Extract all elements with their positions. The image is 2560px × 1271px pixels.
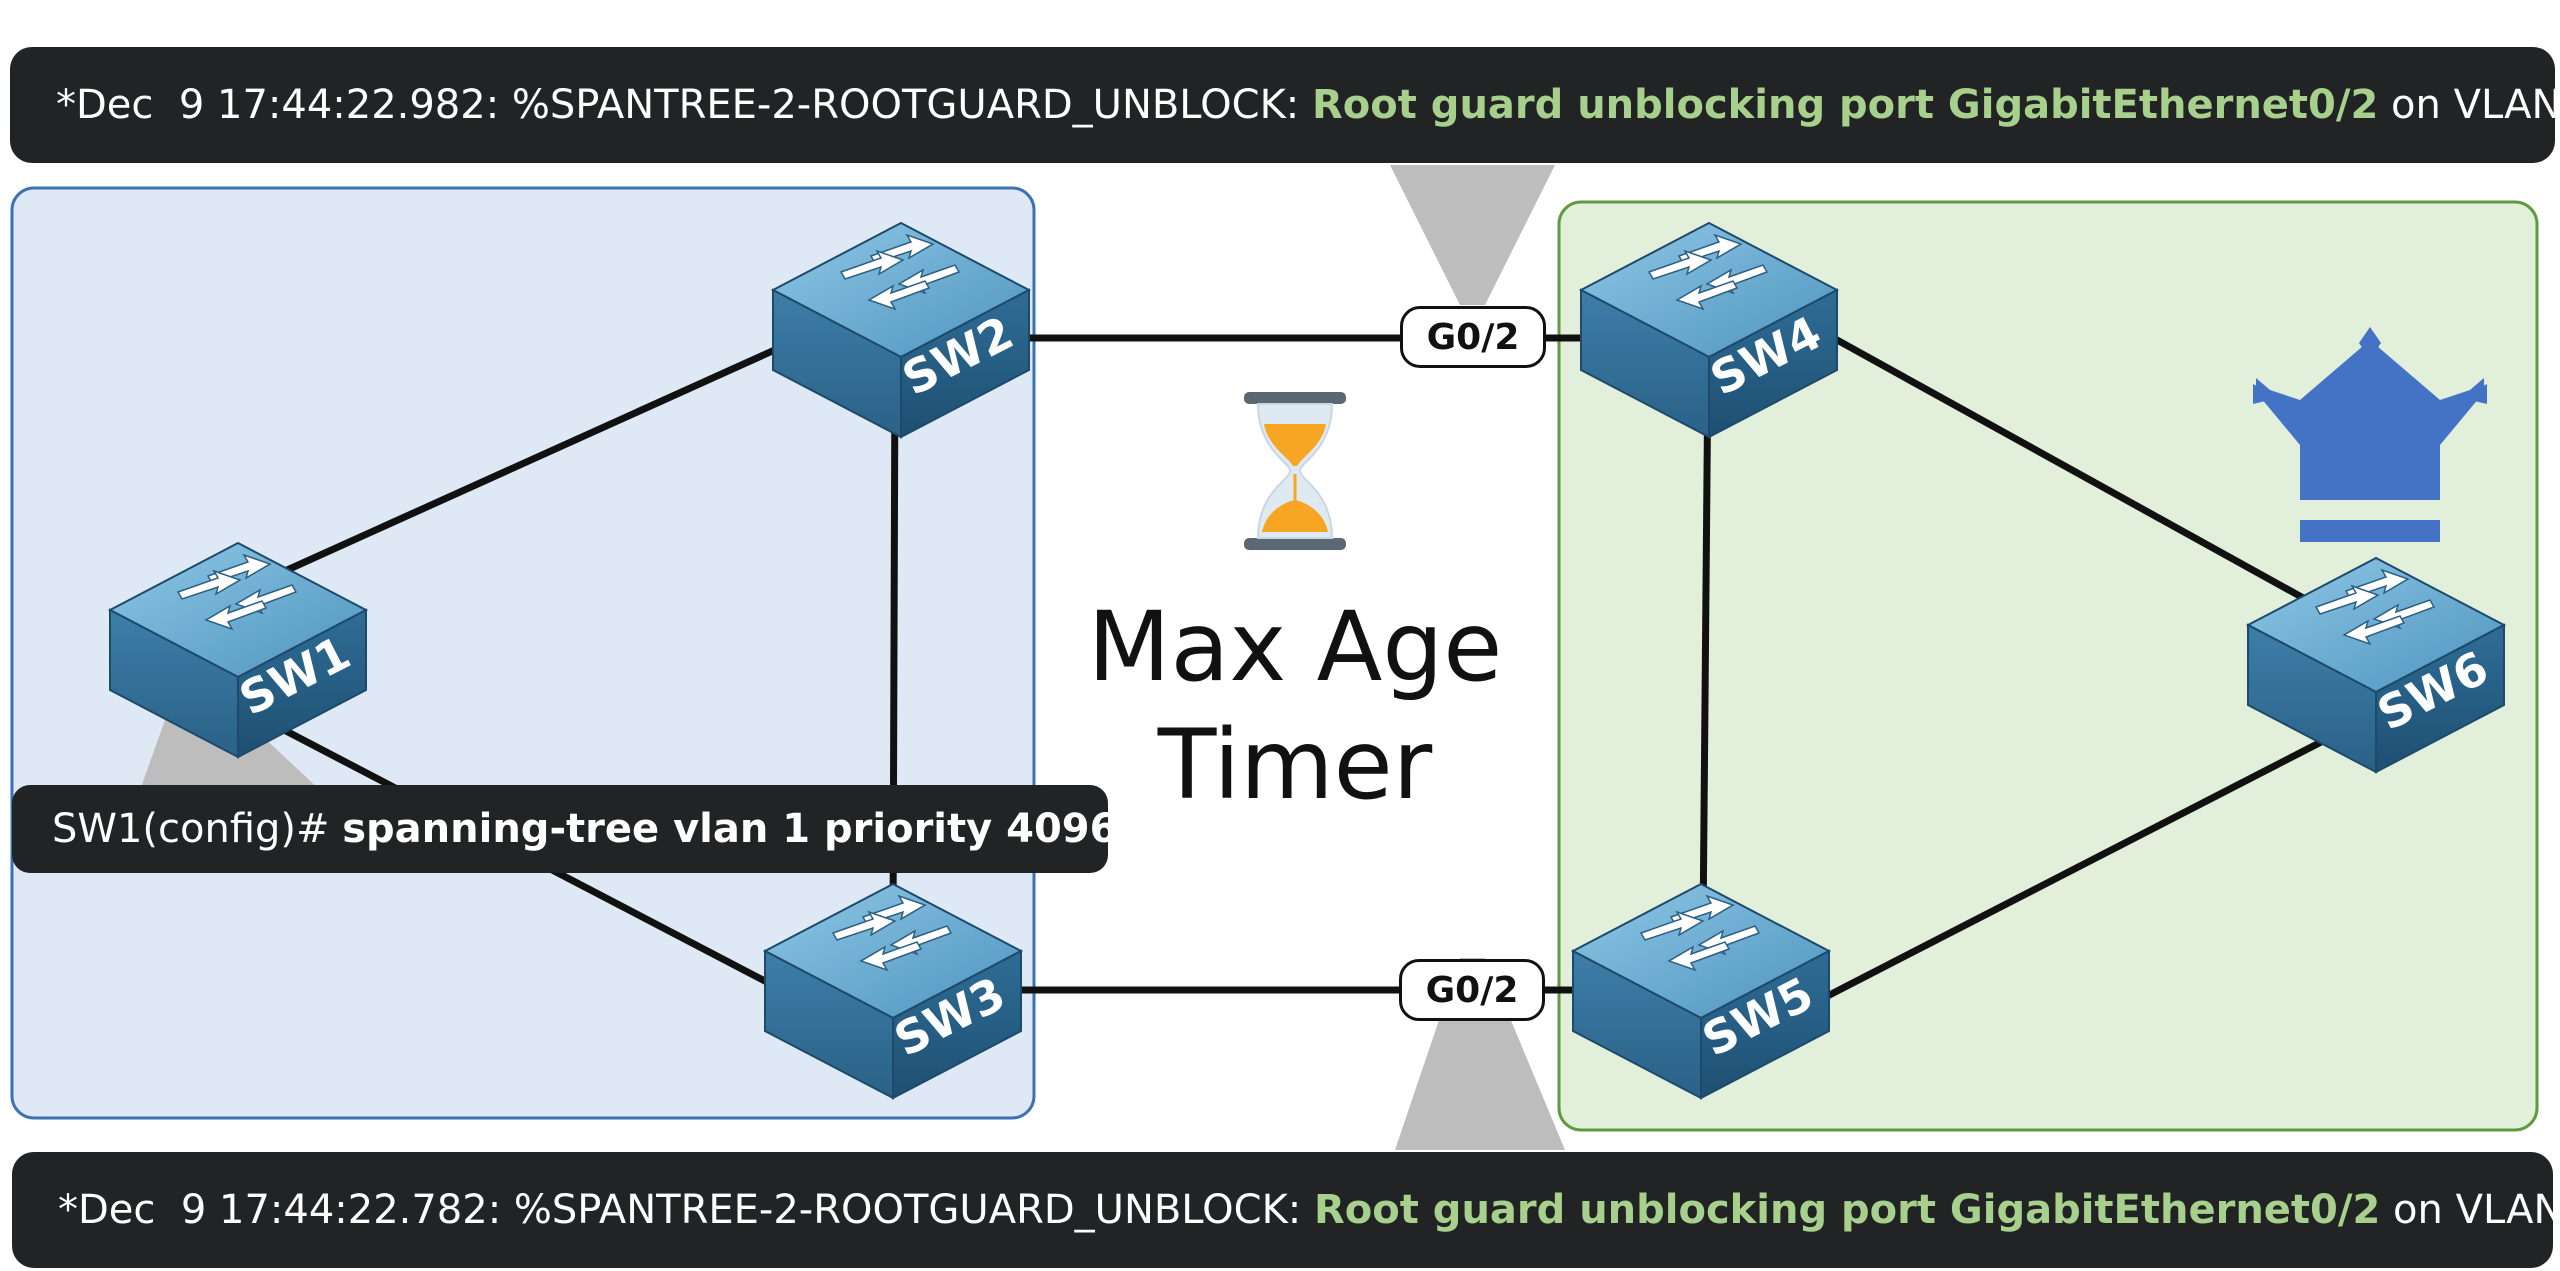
crown-icon bbox=[2253, 327, 2487, 542]
log-top-highlight: Root guard unblocking port GigabitEthern… bbox=[1312, 82, 2379, 128]
timer-line-1: Max Age bbox=[1087, 591, 1503, 703]
top-port-highlight bbox=[1390, 165, 1555, 305]
link-sw5-sw6 bbox=[1806, 736, 2329, 1009]
max-age-timer-label: Max Age Timer bbox=[1040, 588, 1550, 824]
log-top-suffix: on VLAN0001. bbox=[2391, 82, 2560, 128]
log-top-prefix: *Dec 9 17:44:22.982: %SPANTREE-2-ROOTGUA… bbox=[56, 82, 1312, 128]
config-command-text: spanning-tree vlan 1 priority 4096 bbox=[342, 806, 1118, 852]
port-label-sw4-g0-2: G0/2 bbox=[1400, 306, 1546, 368]
link-sw4-sw5 bbox=[1699, 356, 1712, 934]
port-label-sw5-g0-2: G0/2 bbox=[1399, 959, 1545, 1021]
hourglass-icon bbox=[1244, 392, 1346, 550]
sw1-highlight bbox=[140, 720, 320, 790]
bottom-port-highlight bbox=[1395, 958, 1565, 1150]
log-bottom-prefix: *Dec 9 17:44:22.782: %SPANTREE-2-ROOTGUA… bbox=[58, 1187, 1314, 1233]
timer-line-2: Timer bbox=[1157, 709, 1433, 821]
config-prompt: SW1(config)# bbox=[52, 806, 343, 852]
log-message-bottom: *Dec 9 17:44:22.782: %SPANTREE-2-ROOTGUA… bbox=[12, 1152, 2560, 1268]
link-sw1-sw2 bbox=[261, 321, 834, 584]
link-sw4-sw6 bbox=[1806, 321, 2329, 614]
config-command: SW1(config)# spanning-tree vlan 1 priori… bbox=[12, 785, 1117, 873]
log-bottom-highlight: Root guard unblocking port GigabitEthern… bbox=[1314, 1187, 2381, 1233]
left-zone bbox=[10, 186, 1036, 1120]
log-message-top: *Dec 9 17:44:22.982: %SPANTREE-2-ROOTGUA… bbox=[10, 47, 2560, 163]
log-bottom-suffix: on VLAN0001. bbox=[2393, 1187, 2560, 1233]
